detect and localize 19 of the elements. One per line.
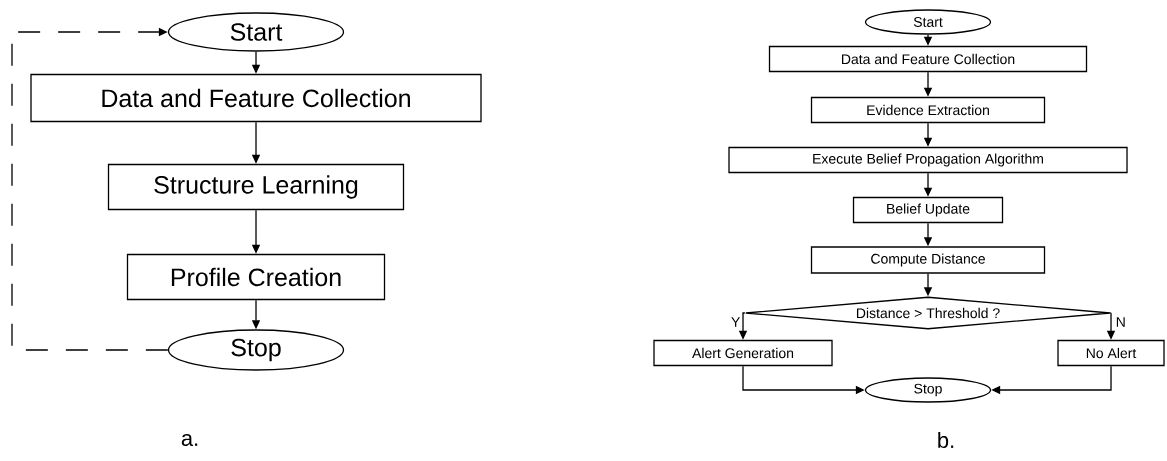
terminal-oval: Start <box>167 12 345 52</box>
process-box: Alert Generation <box>653 339 833 367</box>
process-box: Data and Feature Collection <box>30 73 482 123</box>
process-box: Belief Update <box>852 196 1004 224</box>
panel-label: b. <box>938 431 954 449</box>
process-box: Evidence Extraction <box>810 96 1046 124</box>
process-box: Execute Belief Propagation Algorithm <box>728 146 1128 174</box>
edge-label: N <box>1114 316 1127 328</box>
process-box: Compute Distance <box>810 246 1046 274</box>
edge-label: Y <box>729 316 742 328</box>
process-box: No Alert <box>1057 339 1165 367</box>
process-box: Profile Creation <box>126 253 386 301</box>
panel-label: a. <box>181 434 198 447</box>
terminal-oval: Stop <box>864 377 992 403</box>
arrow <box>11 27 169 351</box>
terminal-oval: Start <box>864 9 992 35</box>
process-box: Structure Learning <box>107 163 405 211</box>
process-box: Data and Feature Collection <box>768 45 1088 73</box>
terminal-oval: Stop <box>167 329 345 371</box>
